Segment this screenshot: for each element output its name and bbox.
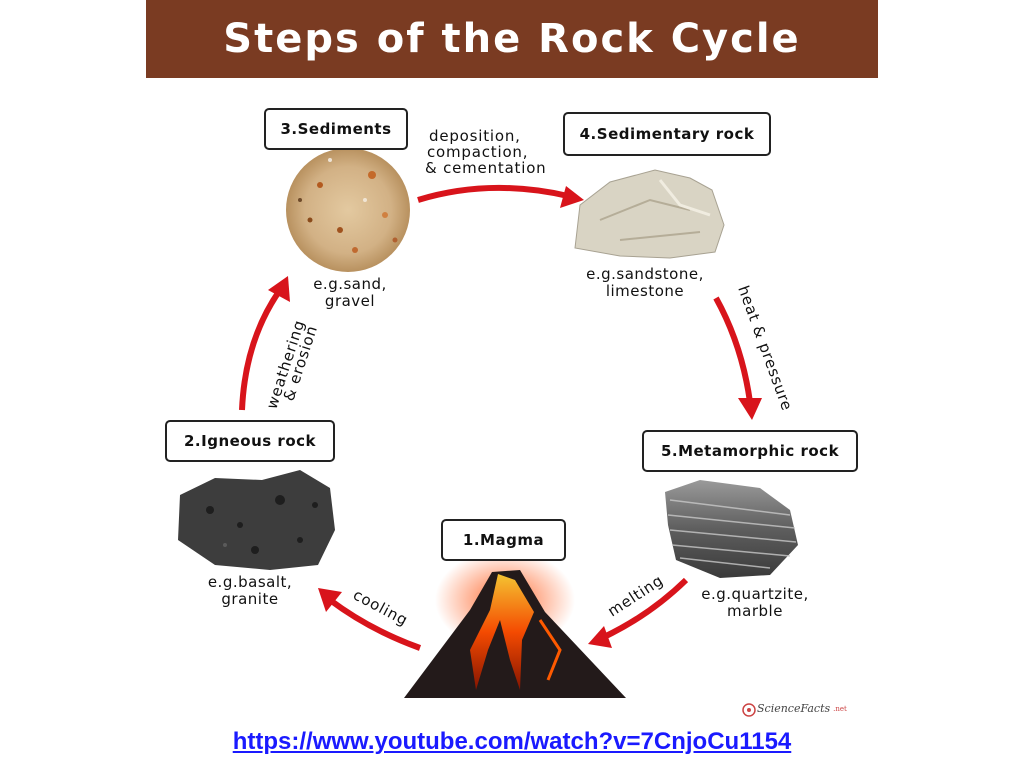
stage-igneous-box: 2.Igneous rock [165, 420, 335, 462]
arrow-deposition [417, 184, 584, 208]
metamorphic-example: e.g.quartzite, marble [690, 586, 820, 620]
sediments-example-line1: e.g.sand, [313, 275, 387, 293]
igneous-example-line1: e.g.basalt, [207, 573, 293, 591]
igneous-example: e.g.basalt, granite [190, 574, 310, 608]
sedimentary-example: e.g.sandstone, limestone [570, 266, 720, 300]
arrow-heat-pressure [713, 296, 762, 420]
stage-metamorphic-box: 5.Metamorphic rock [642, 430, 858, 472]
process-deposition-line3: & cementation [425, 159, 547, 177]
process-heat-pressure: heat & pressure [734, 283, 796, 413]
sediments-example: e.g.sand, gravel [290, 276, 410, 310]
stage-sedimentary-label: 4.Sedimentary rock [579, 125, 755, 143]
stage-magma-label: 1.Magma [462, 531, 545, 549]
stage-metamorphic-label: 5.Metamorphic rock [660, 442, 840, 460]
process-deposition-line2: compaction, [427, 143, 529, 161]
sand-image [286, 148, 410, 272]
volcano-image [404, 550, 626, 698]
stage-sedimentary-box: 4.Sedimentary rock [563, 112, 771, 156]
basalt-image [178, 470, 335, 570]
brand-logo-icon [742, 703, 756, 717]
arrow-melting [588, 577, 689, 648]
igneous-example-line2: granite [221, 590, 279, 608]
page-title: Steps of the Rock Cycle [223, 16, 801, 62]
process-deposition: deposition, compaction, & cementation [425, 128, 547, 176]
stage-igneous-label: 2.Igneous rock [183, 432, 316, 450]
quartzite-image [665, 480, 798, 578]
stage-magma-box: 1.Magma [441, 519, 566, 561]
sedimentary-example-line1: e.g.sandstone, [586, 265, 704, 283]
metamorphic-example-line2: marble [727, 602, 783, 620]
brand-name: ScienceFacts [757, 702, 831, 715]
stage-sediments-label: 3.Sediments [280, 120, 392, 138]
sediments-example-line2: gravel [324, 292, 376, 310]
stage-sediments-box: 3.Sediments [264, 108, 408, 150]
sandstone-image [574, 169, 725, 259]
title-banner: Steps of the Rock Cycle [146, 0, 878, 78]
arrow-weathering [239, 276, 290, 411]
metamorphic-example-line1: e.g.quartzite, [701, 585, 809, 603]
youtube-link[interactable]: https://www.youtube.com/watch?v=7CnjoCu1… [232, 728, 792, 755]
sedimentary-example-line2: limestone [605, 282, 685, 300]
process-deposition-line1: deposition, [429, 127, 521, 145]
brand-suffix: .net [833, 704, 847, 713]
arrow-cooling [318, 588, 422, 651]
brand-credit: ScienceFacts.net [740, 702, 847, 715]
process-melting: melting [604, 571, 666, 620]
